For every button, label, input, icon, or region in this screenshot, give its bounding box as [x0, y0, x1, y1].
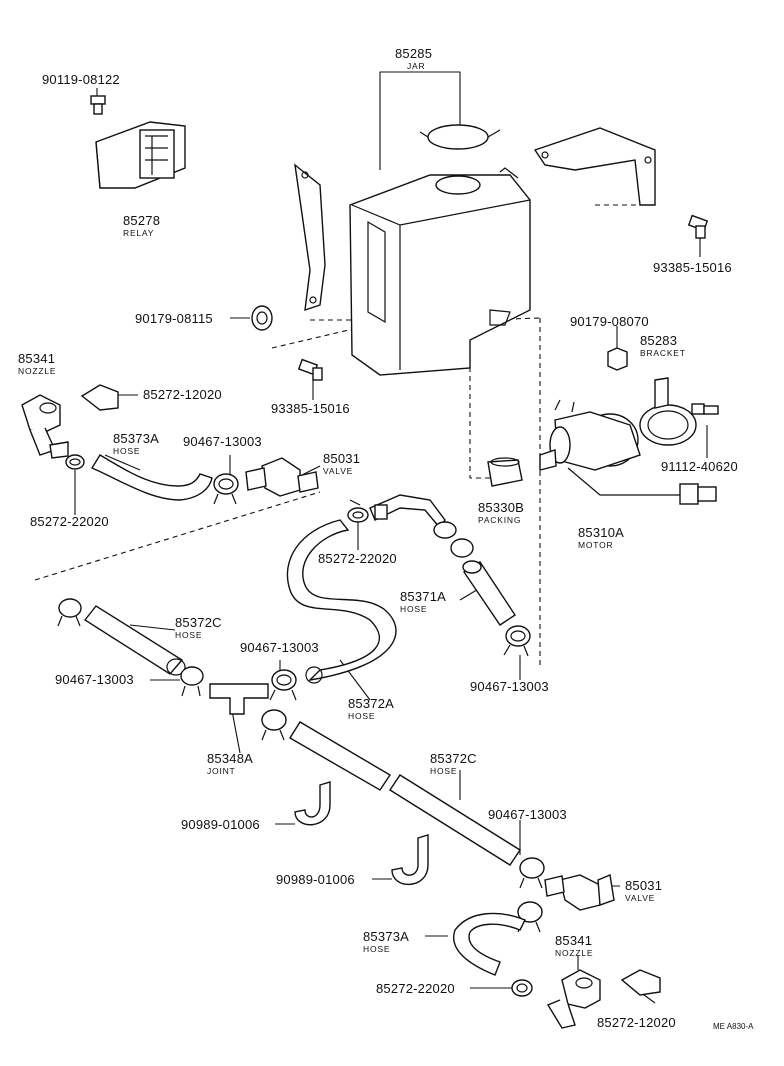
- motor-part-name: MOTOR: [578, 540, 613, 550]
- jar-part-name: JAR: [407, 61, 425, 71]
- hose-icon: [462, 560, 516, 626]
- ring-clip-icon: [511, 979, 533, 997]
- grommet-part-number: 90179-08115: [135, 311, 213, 326]
- part-labels: 85285 JAR 90119-08122 85278 RELAY 93385-…: [18, 46, 754, 1031]
- hose-a-part-name: HOSE: [113, 446, 140, 456]
- washer-jar-icon: [349, 167, 531, 376]
- packing-part-name: PACKING: [478, 515, 521, 525]
- bracket-part-name: BRACKET: [640, 348, 686, 358]
- clamp-d-part-number: 90467-13003: [470, 679, 549, 694]
- nozzle-icon: [21, 394, 69, 459]
- hose-b-part-number: 85373A: [363, 929, 409, 944]
- hose-a-part-number: 85373A: [113, 431, 159, 446]
- washer-motor-icon: [539, 399, 717, 505]
- hose-371-part-name: HOSE: [400, 604, 427, 614]
- hose-clamp-icon: [57, 598, 82, 627]
- hose-clamp-icon: [213, 473, 239, 505]
- hose-joint-icon: [209, 683, 269, 715]
- valve-right-part-number: 85031: [625, 878, 662, 893]
- valve-left-part-name: VALVE: [323, 466, 353, 476]
- hose-clamp-icon: [433, 521, 474, 558]
- motor-bracket-icon: [639, 377, 697, 446]
- nut-icon: [607, 347, 628, 371]
- ring-clip-icon: [65, 454, 85, 470]
- valve-right-part-name: VALVE: [625, 893, 655, 903]
- hose-icon: [90, 454, 213, 501]
- bolt-mid-part-number: 93385-15016: [271, 401, 350, 416]
- nozzle-left-part-number: 85341: [18, 351, 55, 366]
- diagram-reference-code: ME A830-A: [713, 1022, 754, 1031]
- nozzle-right-part-number: 85341: [555, 933, 592, 948]
- hose-clamp-icon: [503, 625, 531, 657]
- hose-icon: [289, 721, 521, 866]
- jar-bracket-left-icon: [294, 163, 326, 312]
- joint-part-name: JOINT: [207, 766, 236, 776]
- clip-90989-b-part-number: 90989-01006: [276, 872, 355, 887]
- clip-right-part-number: 85272-12020: [597, 1015, 676, 1030]
- hose-icon: [83, 605, 186, 676]
- hose-icon: [453, 912, 526, 976]
- clip-icon: [620, 969, 661, 996]
- nozzle-right-part-name: NOZZLE: [555, 948, 593, 958]
- clamp-a-part-number: 90467-13003: [183, 434, 262, 449]
- bolt-motor-part-number: 91112-40620: [661, 459, 738, 474]
- bolt-icon: [297, 358, 323, 381]
- relay-part-number: 85278: [123, 213, 160, 228]
- bolt-icon: [90, 95, 106, 115]
- hose-372c-lower-part-name: HOSE: [430, 766, 457, 776]
- nozzle-left-part-name: NOZZLE: [18, 366, 56, 376]
- clamp-b-part-number: 90467-13003: [240, 640, 319, 655]
- bolt-icon: [691, 403, 719, 415]
- hose-clip-icon: [294, 781, 331, 826]
- ring-clip-mid-part-number: 85272-22020: [318, 551, 397, 566]
- ring-clip-right-part-number: 85272-22020: [376, 981, 455, 996]
- clamp-c-part-number: 90467-13003: [55, 672, 134, 687]
- clip-90989-a-part-number: 90989-01006: [181, 817, 260, 832]
- clip-icon: [80, 384, 119, 411]
- ring-clip-icon: [347, 499, 369, 523]
- clamp-e-part-number: 90467-13003: [488, 807, 567, 822]
- hose-372a-part-name: HOSE: [348, 711, 375, 721]
- clip-left-part-number: 85272-12020: [143, 387, 222, 402]
- hose-clamp-icon: [269, 669, 297, 701]
- packing-part-number: 85330B: [478, 500, 524, 515]
- hose-372c-lower-part-number: 85372C: [430, 751, 477, 766]
- valve-left-part-number: 85031: [323, 451, 360, 466]
- nozzle-icon: [546, 969, 601, 1029]
- bracket-part-number: 85283: [640, 333, 677, 348]
- bolt-right-part-number: 93385-15016: [653, 260, 732, 275]
- ring-clip-left-part-number: 85272-22020: [30, 514, 109, 529]
- hose-clamp-icon: [261, 709, 287, 741]
- jar-cap-icon: [419, 124, 501, 150]
- hose-372a-part-number: 85372A: [348, 696, 394, 711]
- check-valve-icon: [245, 457, 319, 497]
- joint-part-number: 85348A: [207, 751, 253, 766]
- grommet-icon: [251, 305, 273, 331]
- hose-icon: [286, 519, 397, 684]
- bolt-top-part-number: 90119-08122: [42, 72, 120, 87]
- nut-part-number: 90179-08070: [570, 314, 649, 329]
- jar-part-number: 85285: [395, 46, 432, 61]
- motor-part-number: 85310A: [578, 525, 624, 540]
- hose-b-part-name: HOSE: [363, 944, 390, 954]
- relay-icon: [95, 121, 186, 189]
- bolt-icon: [687, 214, 709, 239]
- hose-clamp-icon: [180, 666, 204, 697]
- hose-clamp-icon: [519, 857, 545, 889]
- relay-part-name: RELAY: [123, 228, 154, 238]
- hose-clip-icon: [391, 834, 429, 886]
- jar-bracket-right-icon: [533, 127, 656, 206]
- packing-icon: [487, 457, 523, 487]
- check-valve-icon: [544, 874, 615, 911]
- hose-372c-part-name: HOSE: [175, 630, 202, 640]
- pipe-icon: [369, 494, 446, 530]
- hose-371-part-number: 85371A: [400, 589, 446, 604]
- hose-372c-part-number: 85372C: [175, 615, 222, 630]
